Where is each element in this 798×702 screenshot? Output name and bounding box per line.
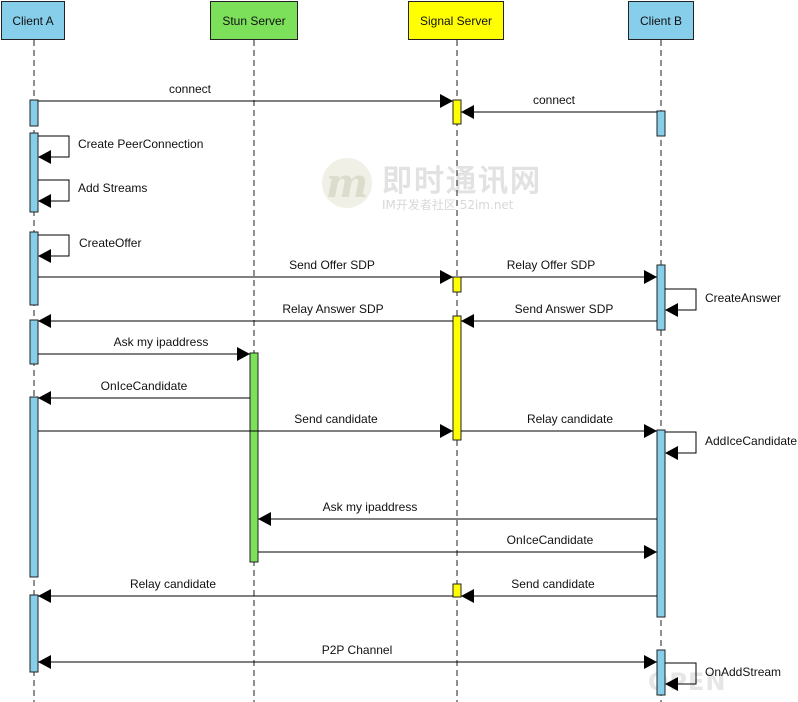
message-onaddstream-20-line [665, 662, 697, 685]
message-onaddstream-20-label: OnAddStream [705, 665, 781, 679]
message-connect-0-label: connect [169, 82, 212, 96]
message-addicecandidate-14-label: AddIceCandidate [705, 434, 797, 448]
actor-stun-server: Stun Server [210, 1, 298, 40]
message-connect-1-label: connect [533, 93, 576, 107]
message-ask-my-ipaddress-10-arrowhead [237, 347, 250, 361]
message-p2p-channel-19-arrowhead-start [38, 655, 51, 669]
message-createoffer-4-line [38, 234, 70, 257]
message-relay-candidate-13-label: Relay candidate [527, 412, 613, 426]
message-send-answer-sdp-9-arrowhead [461, 314, 474, 328]
activation-bar-signal [452, 99, 462, 125]
watermark-subtitle: IM开发者社区 52im.net [382, 198, 514, 212]
message-add-streams-3-label: Add Streams [78, 181, 147, 195]
message-createanswer-7-label: CreateAnswer [705, 291, 781, 305]
activation-bar-signal [452, 315, 462, 441]
message-createoffer-4-arrowhead [38, 249, 51, 263]
message-connect-0-arrowhead [440, 94, 453, 108]
message-send-candidate-18-arrowhead [461, 589, 474, 603]
message-relay-candidate-17-arrowhead [38, 589, 51, 603]
message-onicecandidate-11-arrowhead [38, 391, 51, 405]
message-onicecandidate-16-arrowhead [644, 545, 657, 559]
message-p2p-channel-19-label: P2P Channel [322, 643, 393, 657]
message-create-peerconnection-2-arrowhead [38, 150, 51, 164]
activation-bar-clientA [29, 594, 39, 673]
message-createoffer-4-label: CreateOffer [79, 236, 141, 250]
message-addicecandidate-14-arrowhead [665, 446, 678, 460]
message-relay-offer-sdp-6-label: Relay Offer SDP [507, 258, 595, 272]
activation-bar-clientB [656, 110, 666, 137]
message-p2p-channel-19-arrowhead [644, 655, 657, 669]
watermark-logo: m [322, 158, 372, 208]
activation-bar-clientA [29, 132, 39, 213]
activation-bar-stun [249, 352, 259, 563]
message-send-answer-sdp-9-label: Send Answer SDP [515, 302, 614, 316]
message-relay-candidate-17-label: Relay candidate [130, 577, 216, 591]
message-relay-answer-sdp-8-label: Relay Answer SDP [282, 302, 383, 316]
activation-bar-clientA [29, 396, 39, 578]
activation-bar-signal [452, 276, 462, 293]
message-onicecandidate-16-label: OnIceCandidate [507, 533, 594, 547]
message-add-streams-3-arrowhead [38, 194, 51, 208]
activation-bar-clientB [656, 649, 666, 696]
message-send-offer-sdp-5-arrowhead [440, 270, 453, 284]
message-send-offer-sdp-5-label: Send Offer SDP [289, 258, 375, 272]
message-addicecandidate-14-line [665, 431, 697, 454]
message-onicecandidate-11-label: OnIceCandidate [101, 379, 188, 393]
message-ask-my-ipaddress-15-arrowhead [258, 512, 271, 526]
message-create-peerconnection-2-label: Create PeerConnection [78, 137, 203, 151]
message-send-candidate-12-label: Send candidate [294, 412, 378, 426]
actor-signal-server: Signal Server [408, 1, 504, 40]
message-send-candidate-12-arrowhead [440, 424, 453, 438]
message-connect-1-arrowhead [461, 105, 474, 119]
actor-client-b: Client B [628, 1, 694, 40]
activation-bar-clientA [29, 319, 39, 365]
message-createanswer-7-arrowhead [665, 303, 678, 317]
actor-client-a: Client A [1, 1, 65, 40]
message-relay-candidate-13-arrowhead [644, 424, 657, 438]
message-relay-answer-sdp-8-arrowhead [38, 314, 51, 328]
activation-bar-clientB [656, 264, 666, 331]
message-createanswer-7-line [665, 288, 697, 311]
message-ask-my-ipaddress-15-label: Ask my ipaddress [323, 500, 418, 514]
activation-bar-clientA [29, 231, 39, 306]
activation-bar-clientB [656, 429, 666, 618]
message-add-streams-3-line [38, 179, 70, 202]
activation-bar-clientA [29, 99, 39, 127]
message-send-candidate-18-label: Send candidate [511, 577, 595, 591]
message-create-peerconnection-2-line [38, 135, 70, 158]
message-onaddstream-20-arrowhead [665, 677, 678, 691]
activation-bar-signal [452, 583, 462, 598]
message-relay-offer-sdp-6-arrowhead [644, 270, 657, 284]
message-ask-my-ipaddress-10-label: Ask my ipaddress [114, 335, 209, 349]
watermark-title: 即时通讯网 [382, 164, 542, 199]
